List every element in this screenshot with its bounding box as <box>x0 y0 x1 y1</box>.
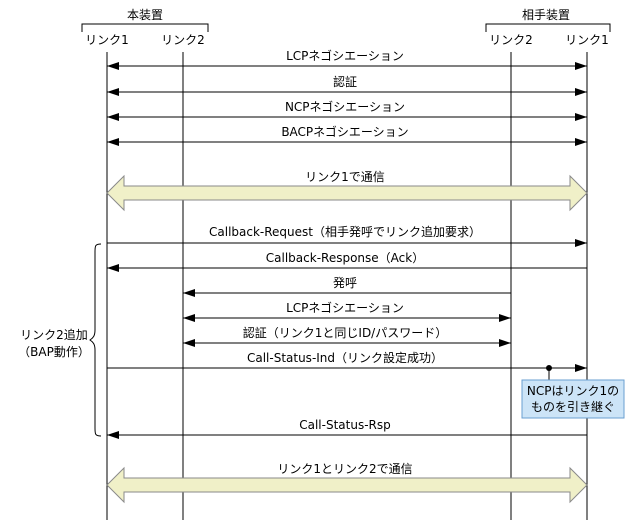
arrowhead-right <box>575 364 587 372</box>
arrowhead-left <box>107 138 119 146</box>
local-link1-label: リンク1 <box>85 33 129 47</box>
arrowhead-right <box>575 62 587 70</box>
message-label: BACPネゴシエーション <box>281 124 408 139</box>
note-anchor-dot <box>546 365 552 371</box>
remote-link1-label: リンク1 <box>565 33 609 47</box>
arrowhead-left <box>107 113 119 121</box>
arrowhead-left <box>107 264 119 272</box>
remote-link2-label: リンク2 <box>489 33 533 47</box>
message-2: NCPネゴシエーション <box>107 99 587 121</box>
message-3: BACPネゴシエーション <box>107 124 587 146</box>
arrowhead-left <box>107 88 119 96</box>
phase-label-line1: リンク2追加 <box>20 327 88 342</box>
message-label: Callback-Response（Ack） <box>266 251 424 265</box>
remote-device-name: 相手装置 <box>522 8 570 22</box>
message-label: Callback-Request（相手発呼でリンク追加要求） <box>209 224 481 239</box>
message-5: Callback-Request（相手発呼でリンク追加要求） <box>107 224 587 247</box>
note-line1: NCPはリンク1の <box>527 384 619 398</box>
message-4-thick: リンク1で通信 <box>106 170 588 212</box>
phase-label-line2: （BAP動作） <box>18 345 90 359</box>
note-background <box>521 379 625 419</box>
message-label: Call-Status-Rsp <box>299 418 391 432</box>
local-device-name: 本装置 <box>127 8 163 22</box>
arrowhead-right <box>575 138 587 146</box>
message-label: Call-Status-Ind（リンク設定成功） <box>247 350 443 365</box>
note-box: NCPはリンク1の ものを引き継ぐ <box>521 379 625 419</box>
arrowhead-right <box>575 113 587 121</box>
thick-arrow <box>106 174 588 212</box>
arrowhead-right <box>499 314 511 322</box>
remote-device-bracket <box>485 23 611 32</box>
message-label: LCPネゴシエーション <box>286 300 404 315</box>
arrowhead-right <box>575 239 587 247</box>
message-1: 認証 <box>107 74 587 96</box>
thick-arrow <box>106 466 588 504</box>
message-8: LCPネゴシエーション <box>183 300 511 322</box>
arrowhead-left <box>183 314 195 322</box>
message-label: 発呼 <box>333 276 357 290</box>
message-label: 認証 <box>333 74 357 89</box>
local-link2-label: リンク2 <box>161 33 205 47</box>
arrowhead-right <box>575 88 587 96</box>
arrowhead-left <box>107 62 119 70</box>
message-10: Call-Status-Ind（リンク設定成功） <box>107 350 587 372</box>
arrowhead-left <box>183 289 195 297</box>
message-label: リンク1とリンク2で通信 <box>277 462 412 476</box>
local-device-bracket <box>81 23 209 32</box>
message-label: LCPネゴシエーション <box>286 48 404 63</box>
message-label: NCPネゴシエーション <box>285 99 405 114</box>
message-0: LCPネゴシエーション <box>107 48 587 70</box>
message-11: Call-Status-Rsp <box>107 418 587 439</box>
note-line2: ものを引き継ぐ <box>531 399 615 414</box>
message-9: 認証（リンク1と同じID/パスワード） <box>183 325 511 347</box>
phase-brace <box>89 243 102 437</box>
message-label: リンク1で通信 <box>305 170 385 184</box>
message-label: 認証（リンク1と同じID/パスワード） <box>243 325 447 340</box>
arrowhead-right <box>499 339 511 347</box>
arrowhead-left <box>107 431 119 439</box>
arrowhead-left <box>183 339 195 347</box>
message-12-thick: リンク1とリンク2で通信 <box>106 462 588 504</box>
message-6: Callback-Response（Ack） <box>107 251 587 272</box>
message-7: 発呼 <box>183 276 511 297</box>
